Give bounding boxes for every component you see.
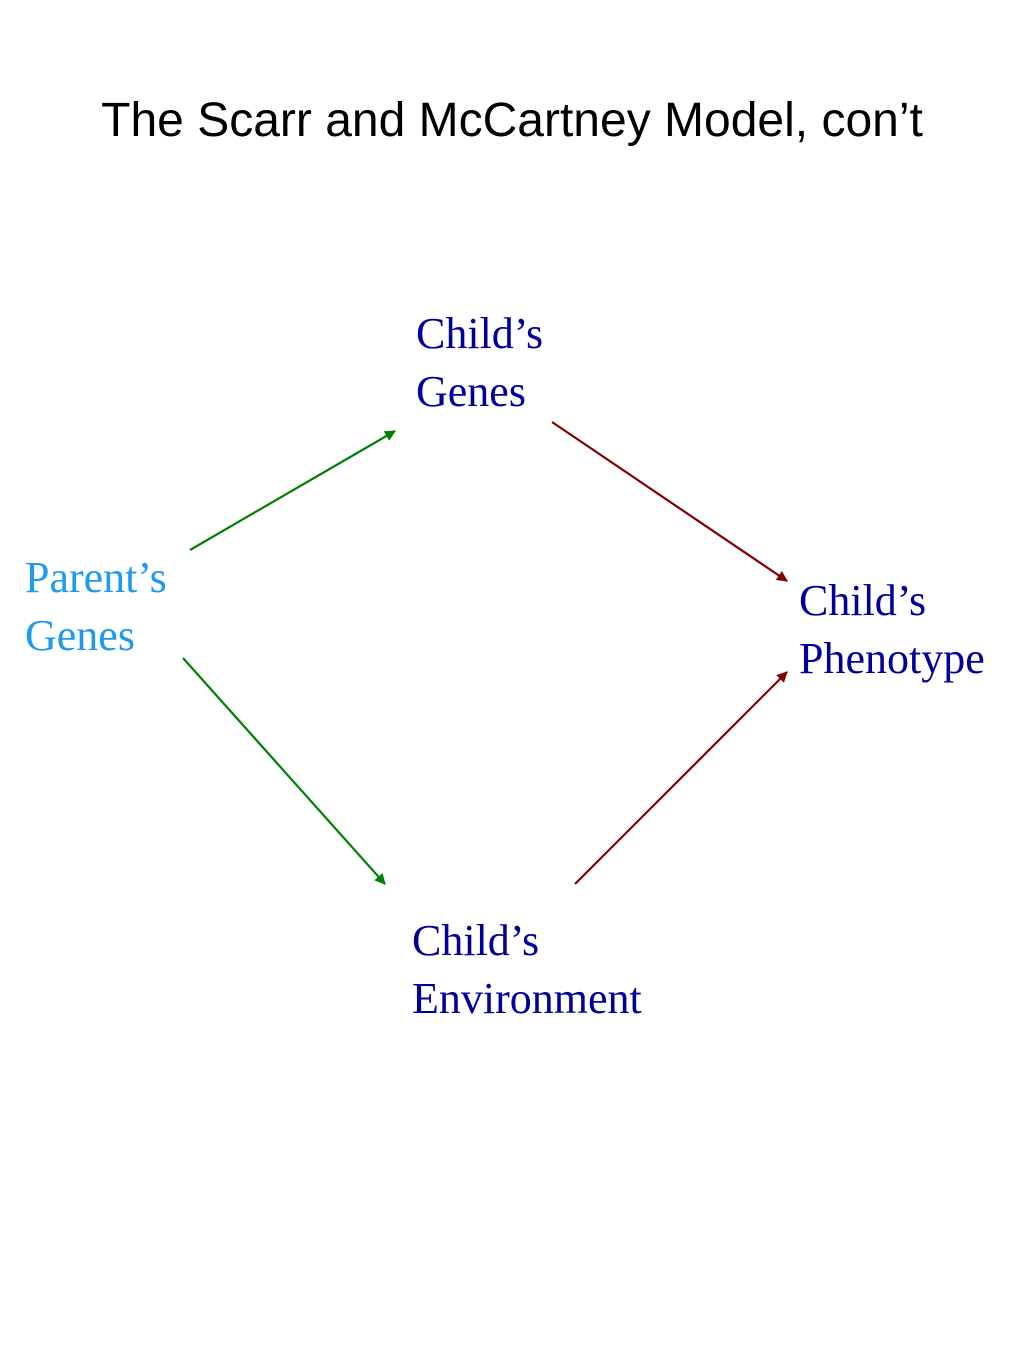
arrow-child-environment-to-child-phenotype bbox=[574, 671, 788, 885]
arrow-parent-genes-to-child-genes bbox=[189, 430, 396, 551]
node-parent-genes-line1: Parent’s bbox=[25, 553, 167, 602]
node-child-phenotype-line2: Phenotype bbox=[799, 634, 985, 683]
node-child-phenotype: Child’s Phenotype bbox=[799, 572, 985, 688]
arrow-parent-genes-to-child-environment bbox=[182, 657, 386, 885]
node-parent-genes-line2: Genes bbox=[25, 611, 135, 660]
arrow-child-genes-to-child-phenotype bbox=[551, 421, 788, 582]
node-child-genes: Child’s Genes bbox=[416, 305, 543, 421]
node-child-genes-line1: Child’s bbox=[416, 309, 544, 358]
node-child-genes-line2: Genes bbox=[416, 367, 526, 416]
node-child-environment: Child’s Environment bbox=[412, 912, 642, 1028]
node-child-environment-line1: Child’s bbox=[412, 916, 540, 965]
node-child-environment-line2: Environment bbox=[412, 974, 642, 1023]
slide-title: The Scarr and McCartney Model, con’t bbox=[101, 94, 923, 147]
node-parent-genes: Parent’s Genes bbox=[25, 549, 167, 665]
node-child-phenotype-line1: Child’s bbox=[799, 576, 927, 625]
